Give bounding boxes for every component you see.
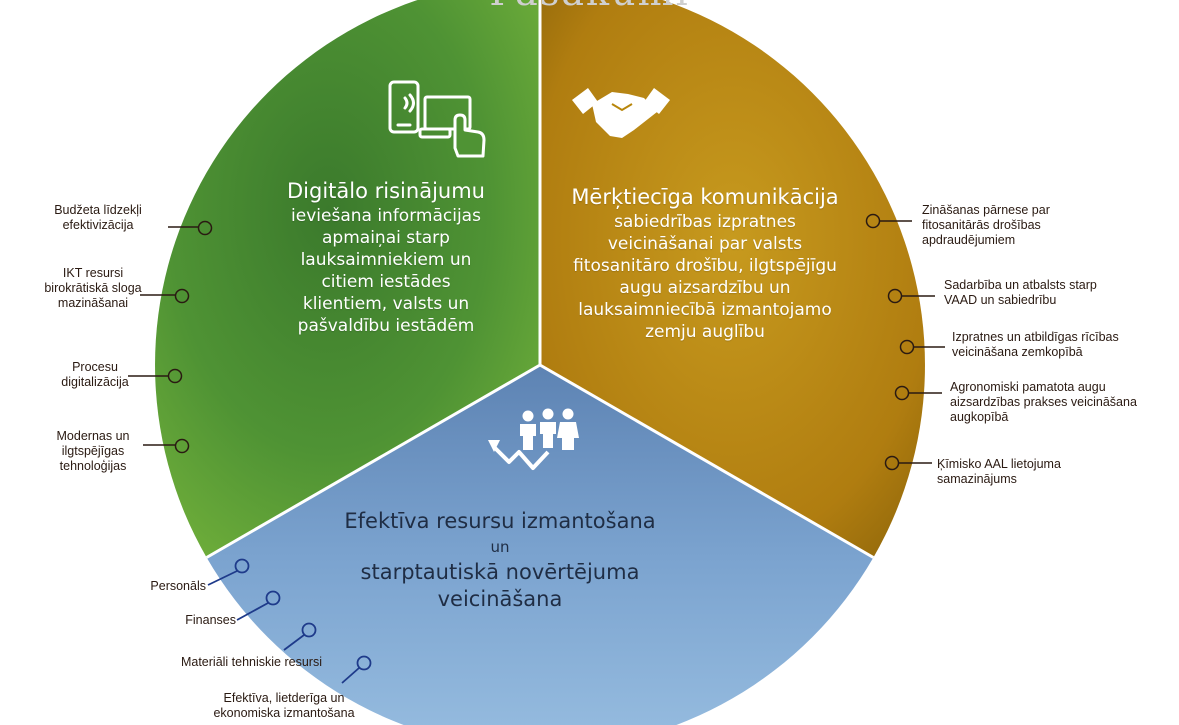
bullet-marker — [865, 213, 881, 229]
segment-title-communication: Mērķtiecīga komunikācija sabiedrības izp… — [545, 184, 865, 343]
connectors-right — [865, 213, 945, 471]
bullet-line: ekonomiska izmantošana — [213, 706, 355, 720]
bullet-marker — [167, 368, 183, 384]
people-growth-icon — [488, 408, 579, 470]
handshake-icon — [572, 88, 670, 138]
bullet-line: digitalizācija — [61, 375, 129, 389]
segment-heading: veicināšana — [437, 587, 563, 611]
bullet-marker — [174, 438, 190, 454]
bullet-line: IKT resursi — [62, 266, 124, 280]
segment-divider — [205, 363, 541, 559]
bullet-ikt: IKT resursi birokrātiskā sloga mazināšan… — [18, 266, 168, 311]
segment-subtitle-line: lauksaimniecībā izmantojamo — [578, 300, 832, 320]
segment-digital — [155, 0, 540, 558]
bullet-efficient-use: Efektīva, lietderīga un ekonomiska izman… — [184, 691, 384, 721]
bullet-line: Budžeta līdzekļi — [54, 203, 142, 217]
segment-subtitle-line: sabiedrības izpratnes — [614, 212, 796, 232]
bullet-line: Personāls — [150, 579, 206, 593]
bullet-line: fitosanitārās drošības — [922, 218, 1041, 232]
bullet-marker — [887, 288, 903, 304]
bullet-budget: Budžeta līdzekļi efektivizācija — [18, 203, 178, 233]
bullet-marker — [894, 385, 910, 401]
segment-divider — [539, 363, 875, 559]
bullet-personnel: Personāls — [90, 579, 206, 594]
bullet-line: Sadarbība un atbalsts starp — [944, 278, 1097, 292]
bullet-marker — [356, 655, 372, 671]
connectors-bottom — [207, 558, 372, 684]
bullet-line: VAAD un sabiedrību — [944, 293, 1057, 307]
bullet-line: Ķīmisko AAL lietojuma — [937, 457, 1061, 471]
bullet-agronomy: Agronomiski pamatota augu aizsardzības p… — [950, 380, 1178, 425]
segment-subtitle-line: ieviešana informācijas — [291, 206, 481, 226]
bullet-cooperation: Sadarbība un atbalsts starp VAAD un sabi… — [944, 278, 1174, 308]
bullet-line: apdraudējumiem — [922, 233, 1016, 247]
header-title: Pasākumi — [0, 0, 1179, 14]
bullet-understanding: Izpratnes un atbildīgas rīcības veicināš… — [952, 330, 1177, 360]
bullet-line: Finanses — [185, 613, 236, 627]
bullet-line: birokrātiskā sloga — [44, 281, 142, 295]
bullet-line: veicināšana zemkopībā — [952, 345, 1083, 359]
bullet-line: mazināšanai — [57, 296, 129, 310]
bullet-marker — [884, 455, 900, 471]
segment-heading: Mērķtiecīga komunikācija — [571, 185, 839, 209]
segment-subtitle-line: fitosanitāro drošību, ilgtspējīgu — [573, 256, 837, 276]
bullet-line: samazinājums — [937, 472, 1017, 486]
bullet-marker — [174, 288, 190, 304]
bullet-material-resources: Materiāli tehniskie resursi — [100, 655, 322, 670]
segment-subtitle-line: veicināšanai par valsts — [607, 234, 803, 254]
bullet-line: tehnoloģijas — [59, 459, 127, 473]
bullet-technologies: Modernas un ilgtspējīgas tehnoloģijas — [18, 429, 168, 474]
segment-subtitle-line: citiem iestādes — [321, 272, 451, 292]
bullet-line: augkopībā — [950, 410, 1009, 424]
bullet-marker — [197, 220, 213, 236]
connectors-left — [128, 220, 213, 454]
segment-title-digital: Digitālo risinājumu ieviešana informācij… — [262, 178, 510, 337]
bullet-chemicals: Ķīmisko AAL lietojuma samazinājums — [937, 457, 1167, 487]
bullet-line: ilgtspējīgas — [61, 444, 125, 458]
touchscreen-devices-icon — [388, 80, 486, 158]
segment-heading: Efektīva resursu izmantošana — [344, 509, 656, 533]
segment-resources — [206, 365, 874, 725]
bullet-marker — [301, 622, 317, 638]
bullet-finances: Finanses — [120, 613, 236, 628]
segment-subtitle-line: pašvaldību iestādēm — [297, 316, 475, 336]
bullet-line: Modernas un — [56, 429, 130, 443]
bullet-line: Procesu — [72, 360, 118, 374]
bullet-line: aizsardzības prakses veicināšana — [950, 395, 1137, 409]
bullet-line: Agronomiski pamatota augu — [950, 380, 1106, 394]
bullet-processes: Procesu digitalizācija — [30, 360, 160, 390]
segment-communication — [540, 0, 925, 558]
segment-heading: Digitālo risinājumu — [287, 179, 485, 203]
bullet-knowledge-transfer: Zināšanas pārnese par fitosanitārās droš… — [922, 203, 1152, 248]
bullet-line: efektivizācija — [62, 218, 134, 232]
segment-subtitle-line: lauksaimniekiem un — [300, 250, 472, 270]
bullet-marker — [265, 590, 281, 606]
bullet-line: Efektīva, lietderīga un — [223, 691, 345, 705]
segment-title-resources: Efektīva resursu izmantošana un starptau… — [340, 508, 660, 613]
segment-heading: starptautiskā novērtējuma — [360, 560, 640, 584]
segment-subtitle-line: zemju auglību — [645, 322, 765, 342]
segment-subtitle-line: apmaiņai starp — [322, 228, 450, 248]
bullet-line: Zināšanas pārnese par — [922, 203, 1050, 217]
segment-heading-connector: un — [490, 538, 510, 556]
bullet-marker — [899, 339, 915, 355]
bullet-marker — [234, 558, 250, 574]
bullet-line: Materiāli tehniskie resursi — [180, 655, 322, 669]
segment-subtitle-line: klientiem, valsts un — [302, 294, 470, 314]
segment-subtitle-line: augu aizsardzību un — [619, 278, 791, 298]
bullet-line: Izpratnes un atbildīgas rīcības — [952, 330, 1119, 344]
